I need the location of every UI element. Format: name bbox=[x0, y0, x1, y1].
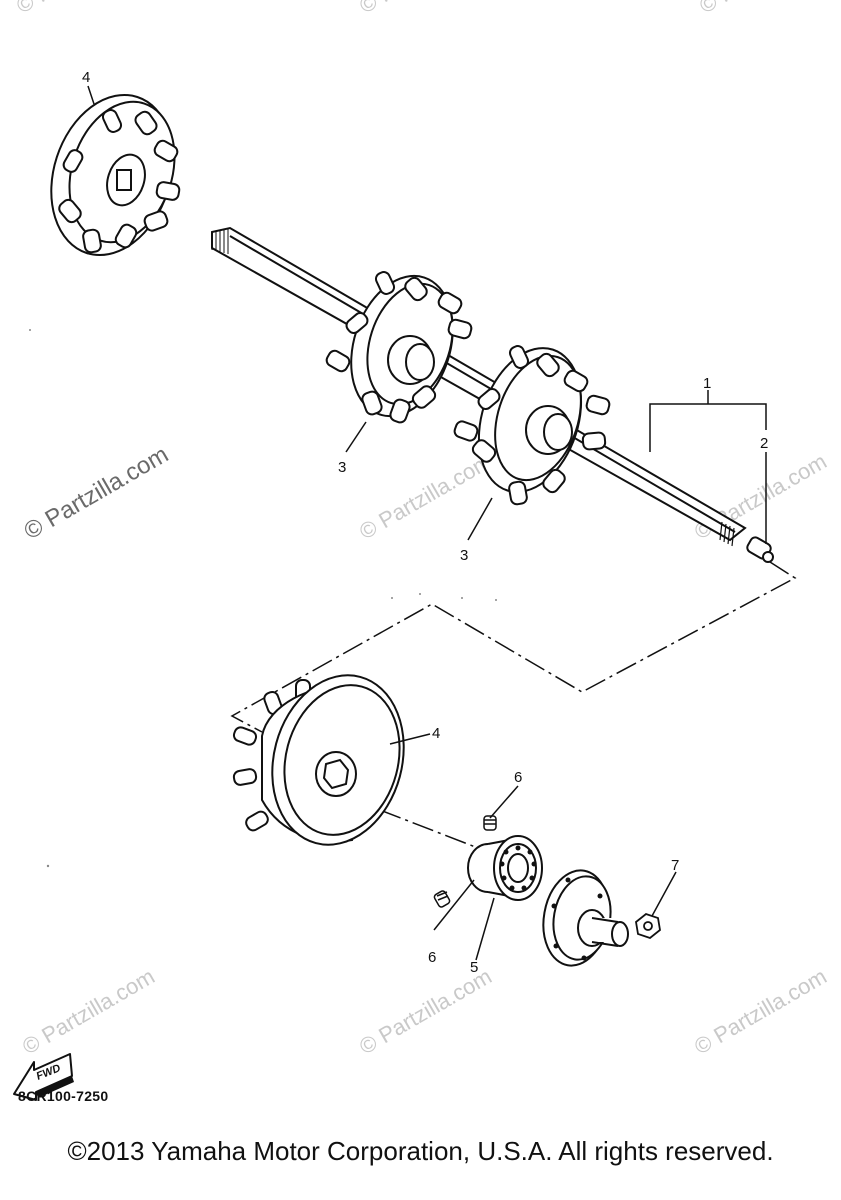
scan-specks bbox=[29, 329, 497, 868]
hex-nut bbox=[635, 912, 661, 940]
watermark-top-left: © Partzilla.com bbox=[12, 0, 153, 18]
set-screw-side bbox=[433, 890, 451, 908]
callout-3-right: 3 bbox=[460, 547, 468, 564]
callout-3-left: 3 bbox=[338, 459, 346, 476]
callout-numbers: 4 1 2 3 3 4 6 6 5 7 bbox=[82, 69, 768, 976]
callout-1: 1 bbox=[703, 375, 711, 392]
callout-6-top: 6 bbox=[514, 769, 522, 786]
watermark-bottom-right: © Partzilla.com bbox=[690, 964, 831, 1060]
flange-hub bbox=[542, 869, 629, 967]
watermark-top-center: © Partzilla.com bbox=[355, 0, 496, 18]
callout-7: 7 bbox=[671, 857, 679, 874]
callout-2: 2 bbox=[760, 435, 768, 452]
watermark-top-right: © Partzilla.com bbox=[695, 0, 836, 18]
watermark-mid-center: © Partzilla.com bbox=[355, 449, 496, 545]
drive-shaft bbox=[211, 226, 747, 547]
callout-5: 5 bbox=[470, 959, 478, 976]
bearing-assembly bbox=[467, 835, 543, 901]
assembly-guide-line-lower bbox=[379, 809, 479, 849]
sprocket-wheel-top bbox=[50, 93, 181, 257]
watermark-bottom-left: © Partzilla.com bbox=[18, 964, 159, 1060]
idler-wheel bbox=[232, 674, 405, 846]
copyright-notice: ©2013 Yamaha Motor Corporation, U.S.A. A… bbox=[67, 1136, 774, 1166]
assembly-guide-line bbox=[230, 561, 797, 733]
fwd-arrow-icon: FWD bbox=[13, 1053, 74, 1101]
watermark-bottom-center: © Partzilla.com bbox=[355, 964, 496, 1060]
diagram-code: 8CR100-7250 bbox=[18, 1088, 109, 1104]
callout-4-top: 4 bbox=[82, 69, 90, 86]
set-screw-top bbox=[483, 815, 497, 831]
drive-sprocket-1 bbox=[325, 271, 473, 424]
callout-4-lower: 4 bbox=[432, 725, 440, 742]
drive-sprocket-2 bbox=[453, 345, 611, 506]
partzilla-watermark: © Partzilla.com bbox=[20, 441, 174, 545]
shaft-end-nut bbox=[746, 536, 774, 563]
callout-6-bottom: 6 bbox=[428, 949, 436, 966]
leader-lines bbox=[87, 85, 767, 961]
